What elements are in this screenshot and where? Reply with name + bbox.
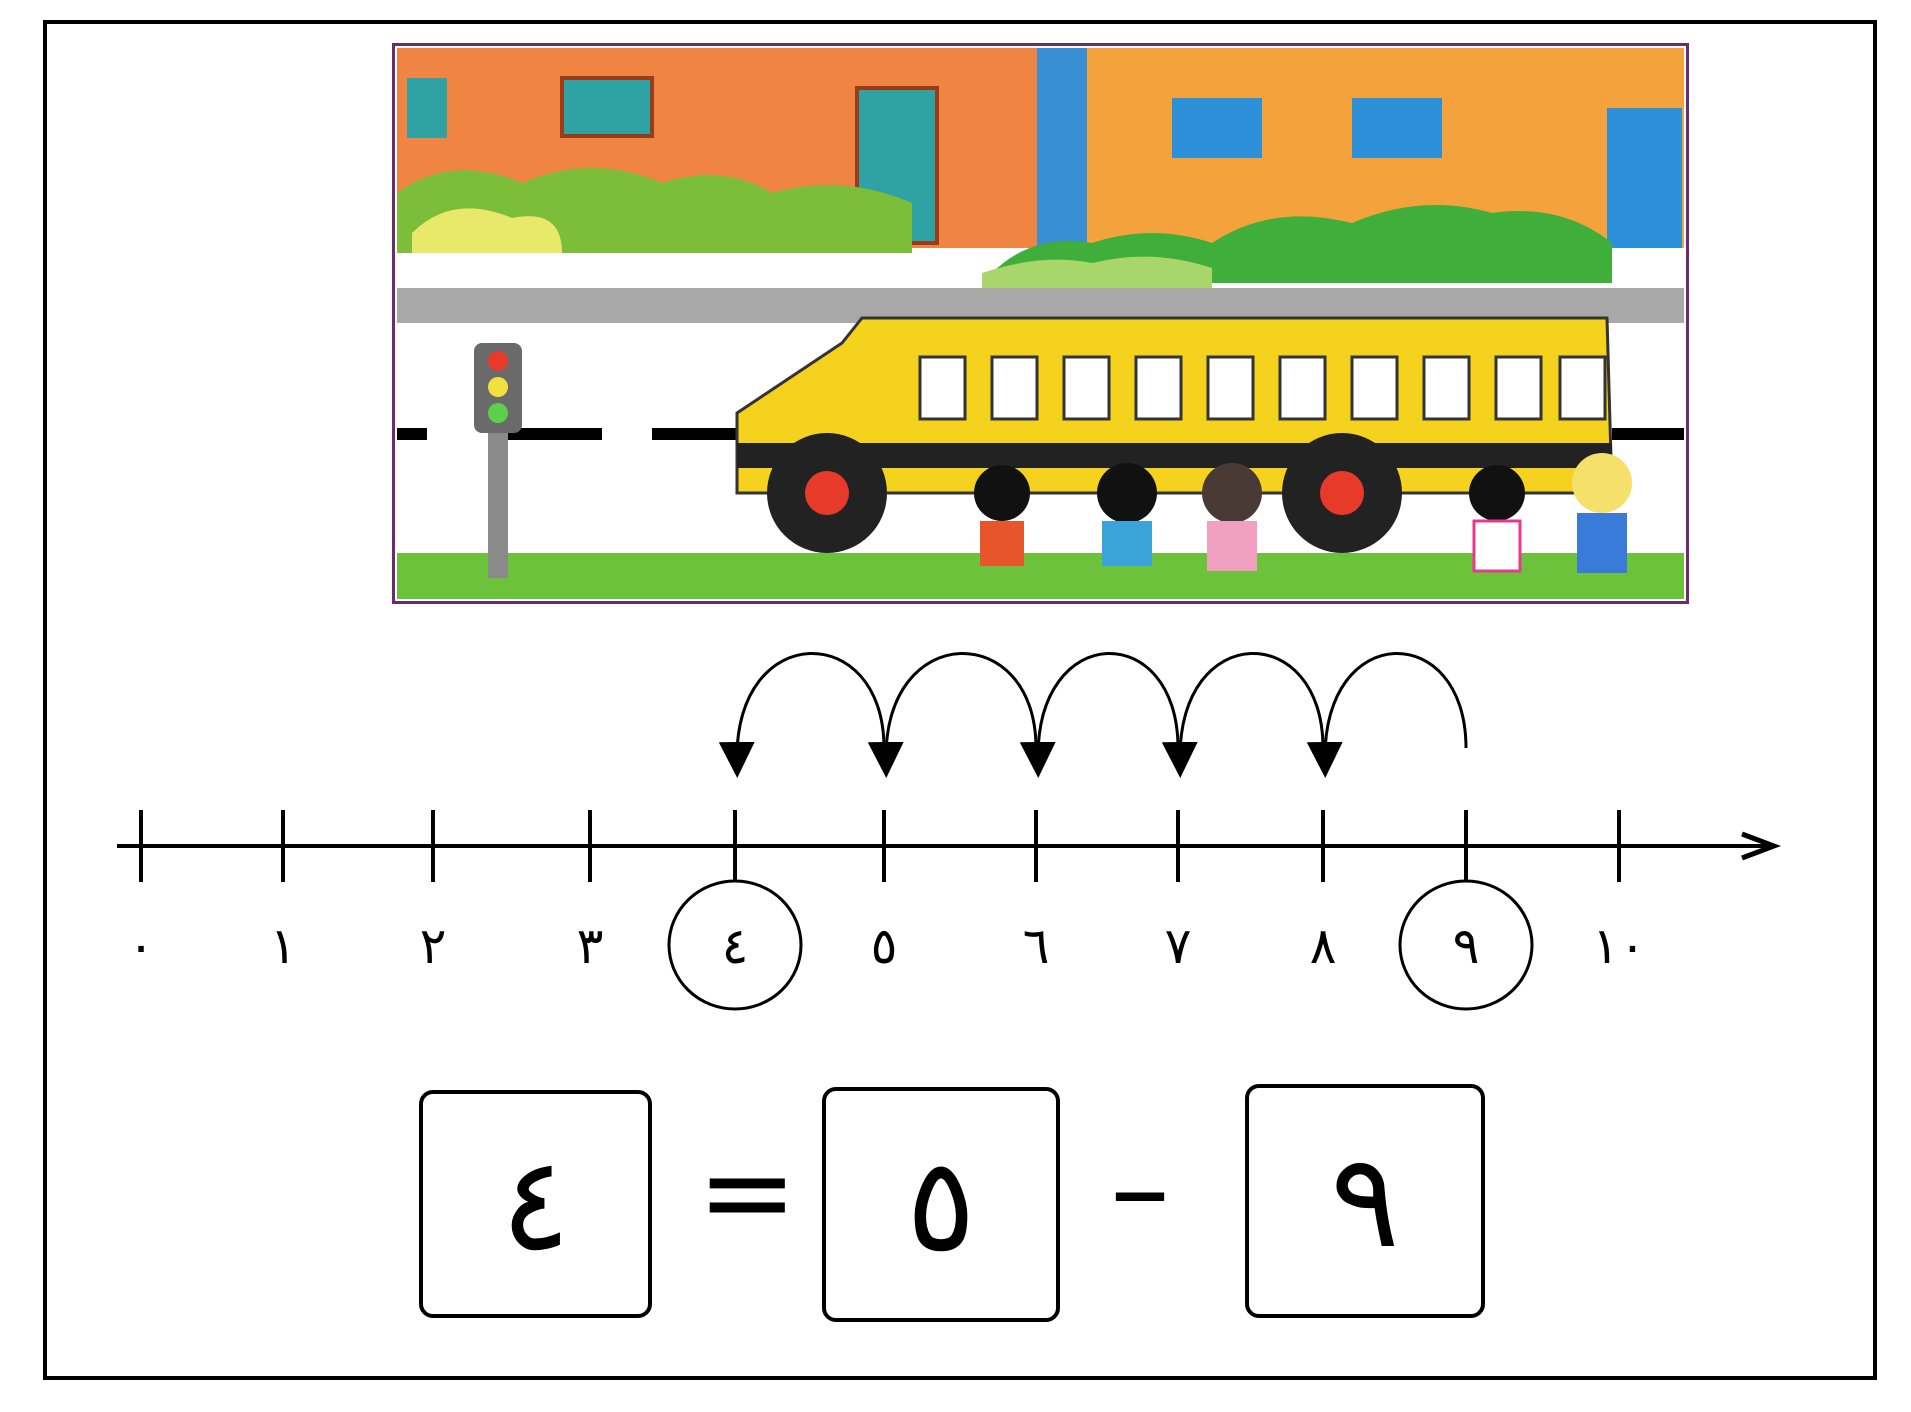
worksheet-frame <box>43 20 1877 1380</box>
hop-arrow <box>867 652 1038 778</box>
hop-arrows <box>718 652 1468 778</box>
tick-label: ٤ <box>722 917 749 975</box>
tick-label: ٧ <box>1165 917 1192 975</box>
axis-arrow-icon <box>1741 831 1782 861</box>
tick-label: ٨ <box>1310 917 1337 975</box>
tick-label: ٥ <box>871 917 898 975</box>
hop-arrow <box>718 652 886 778</box>
number-line-ticks <box>139 810 1621 882</box>
tick-label: ٢ <box>420 917 447 975</box>
hop-arrow <box>1019 652 1180 778</box>
minuend-box: ٩ <box>1245 1084 1485 1318</box>
tick-label: ٠ <box>128 917 155 975</box>
tick-label: ٣ <box>577 917 604 975</box>
hop-arrow <box>1306 652 1468 778</box>
minus-sign: – <box>1110 1120 1170 1259</box>
tick-label: ١ <box>270 917 297 975</box>
result-value: ٤ <box>500 1128 571 1280</box>
circle-highlight <box>667 879 803 1011</box>
subtrahend-value: ٥ <box>906 1128 976 1281</box>
tick-label: ٩ <box>1453 917 1480 975</box>
hop-arrow <box>1161 652 1325 778</box>
bus-street-illustration <box>392 43 1689 604</box>
subtrahend-box: ٥ <box>822 1087 1060 1322</box>
number-line-labels: ٠ ١ ٢ ٣ ٤ ٥ ٦ ٧ ٨ ٩ ١٠ <box>128 879 1646 1011</box>
tick-label: ٦ <box>1023 917 1050 975</box>
equals-sign: = <box>697 1123 798 1262</box>
result-box: ٤ <box>419 1090 652 1318</box>
minuend-value: ٩ <box>1330 1125 1400 1277</box>
circle-highlight <box>1398 879 1534 1011</box>
tick-label: ١٠ <box>1592 917 1646 975</box>
